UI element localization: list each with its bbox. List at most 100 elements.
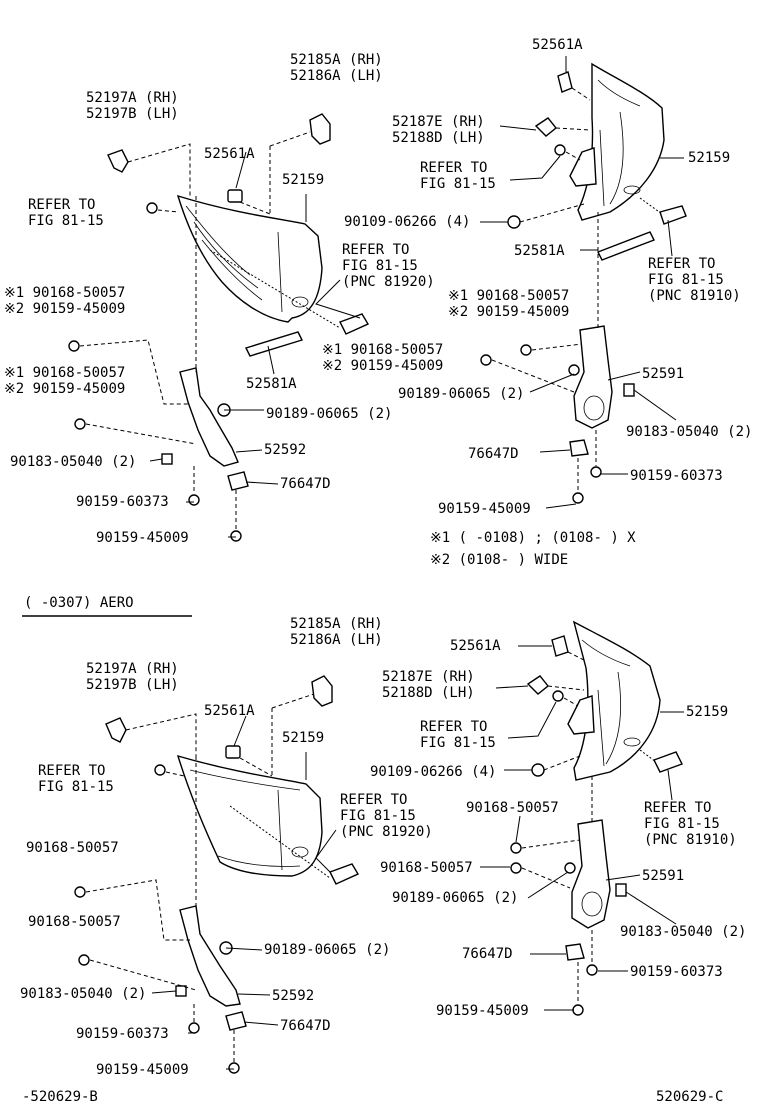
q1-label-90159-60373: 90159-60373 <box>76 494 169 510</box>
q4-screw-90159-45009 <box>572 1004 584 1016</box>
note-2: ※2 (0108- ) WIDE <box>430 552 568 568</box>
q2-label-52187-rh: 52187E (RH) <box>392 114 485 130</box>
q2-clip-76647d <box>569 439 589 457</box>
q4-label-52188-lh: 52188D (LH) <box>382 685 475 701</box>
q4-screw-90159-60373 <box>586 964 598 976</box>
q3-reflector-cap <box>329 863 360 885</box>
q3-label-52186-lh: 52186A (LH) <box>290 632 383 648</box>
q4-label-90183: 90183-05040 (2) <box>620 924 747 940</box>
q2-refer-pnc-line3: (PNC 81910) <box>648 288 741 304</box>
q3-refer-pnc-line3: (PNC 81920) <box>340 824 433 840</box>
q1-label-90189: 90189-06065 (2) <box>266 406 393 422</box>
q2-bolt-pair-2-line2: ※2 90159-45009 <box>322 358 444 374</box>
q4-refer-mid-line1: REFER TO <box>420 719 488 735</box>
q3-label-52561a: 52561A <box>204 703 255 719</box>
note-2-text: (0108- ) WIDE <box>458 552 569 568</box>
q3-label-76647d: 76647D <box>280 1018 331 1034</box>
q4-bolt-90109 <box>531 763 545 777</box>
q1-refer-pnc-line3: (PNC 81920) <box>342 274 435 290</box>
q2-label-52591: 52591 <box>642 366 685 382</box>
q3-label-52185: 52185A (RH)52186A (LH) <box>290 616 383 648</box>
q4-refer-mid-line2: FIG 81-15 <box>420 735 496 751</box>
q4-assembly <box>480 620 684 1016</box>
q2-label-90189: 90189-06065 (2) <box>398 386 525 402</box>
q1-clip-52197 <box>107 149 129 173</box>
q4-label-52591: 52591 <box>642 868 685 884</box>
q1-refer-left-line1: REFER TO <box>28 197 96 213</box>
q4-reflector-cap <box>653 751 683 773</box>
q2-strip-52581a <box>597 231 655 261</box>
q1-label-90159-45009: 90159-45009 <box>96 530 189 546</box>
q2-label-90159-60373: 90159-60373 <box>630 468 723 484</box>
q3-label-52197: 52197A (RH)52197B (LH) <box>86 661 179 693</box>
q3-label-90189: 90189-06065 (2) <box>264 942 391 958</box>
q3-label-52592: 52592 <box>272 988 315 1004</box>
q3-label-bolt1: 90168-50057 <box>26 840 119 856</box>
q1-clip-76647d <box>227 471 249 491</box>
q2-bumper-cover <box>577 62 665 221</box>
q3-refer-pnc-line2: FIG 81-15 <box>340 808 416 824</box>
q1-label-bolt-pair-2: ※1 90168-50057※2 90159-45009 <box>4 365 125 397</box>
q4-refer-pnc-line3: (PNC 81910) <box>644 832 737 848</box>
q3-label-52159: 52159 <box>282 730 325 746</box>
q1-label-76647d: 76647D <box>280 476 331 492</box>
q3-bumper-cover <box>176 754 323 877</box>
q4-bracket-52591 <box>571 819 611 929</box>
q1-bolt-pair-1-line2: ※2 90159-45009 <box>4 301 126 317</box>
q2-label-52187: 52187E (RH)52188D (LH) <box>392 114 485 146</box>
q2-label-bolt-pair-1: ※1 90168-50057※2 90159-45009 <box>448 288 569 320</box>
q4-clip-76647d <box>565 943 585 961</box>
q3-screw-90159-60373 <box>188 1022 200 1034</box>
q1-bumper-cover <box>176 194 323 323</box>
q3-label-52197-lh: 52197B (LH) <box>86 677 179 693</box>
q3-screw-90159-45009 <box>228 1062 240 1074</box>
q1-clip-52185 <box>309 113 331 145</box>
q3-label-52185-rh: 52185A (RH) <box>290 616 383 632</box>
q1-bracket-52592 <box>179 367 239 467</box>
q3-refer-pnc-line1: REFER TO <box>340 792 408 808</box>
q1-label-90183: 90183-05040 (2) <box>10 454 137 470</box>
q4-label-bolt1: 90168-50057 <box>466 800 559 816</box>
q1-label-bolt-pair-1: ※1 90168-50057※2 90159-45009 <box>4 285 125 317</box>
q1-label-52197-rh: 52197A (RH) <box>86 90 179 106</box>
q4-label-bolt2: 90168-50057 <box>380 860 473 876</box>
q4-label-52159: 52159 <box>686 704 729 720</box>
q2-clip-52561a <box>557 71 573 93</box>
q2-assembly <box>480 56 687 509</box>
q3-assembly <box>74 675 360 1074</box>
q1-strip-52581a <box>245 331 303 357</box>
q2-label-bolt-pair-2: ※1 90168-50057※2 90159-45009 <box>322 342 443 374</box>
q2-label-52561a: 52561A <box>532 37 583 53</box>
note-1-text: ( -0108) ; (0108- ) X <box>458 530 636 546</box>
q3-clip-52185 <box>311 675 333 707</box>
q4-label-52187-rh: 52187E (RH) <box>382 669 475 685</box>
q4-label-52187: 52187E (RH)52188D (LH) <box>382 669 475 701</box>
q2-label-52581a: 52581A <box>514 243 565 259</box>
q2-screw-90159-60373 <box>590 466 602 478</box>
q3-clip-52197 <box>105 717 127 743</box>
q2-bolt-90109 <box>507 215 521 229</box>
q3-label-52197-rh: 52197A (RH) <box>86 661 179 677</box>
q3-refer-left-line2: FIG 81-15 <box>38 779 114 795</box>
note-1: ※1 ( -0108) ; (0108- ) X <box>430 530 636 546</box>
q1-label-52581a: 52581A <box>246 376 297 392</box>
q1-assembly <box>68 113 370 542</box>
q1-label-52561a: 52561A <box>204 146 255 162</box>
q1-label-52185-lh: 52186A (LH) <box>290 68 383 84</box>
q2-refer-mid-line2: FIG 81-15 <box>420 176 496 192</box>
q1-screw-90159-60373 <box>188 494 200 506</box>
q4-clip-52561a <box>551 635 569 657</box>
q2-bracket-52591 <box>573 325 613 429</box>
q1-label-52185-rh: 52185A (RH) <box>290 52 383 68</box>
q2-refer-pnc-line2: FIG 81-15 <box>648 272 724 288</box>
q4-nut-90183 <box>615 883 627 897</box>
q2-bolt-pair-1-line1: ※1 90168-50057 <box>448 288 570 304</box>
note-1-mark: ※1 <box>430 530 451 546</box>
q2-refer-mid-line1: REFER TO <box>420 160 488 176</box>
